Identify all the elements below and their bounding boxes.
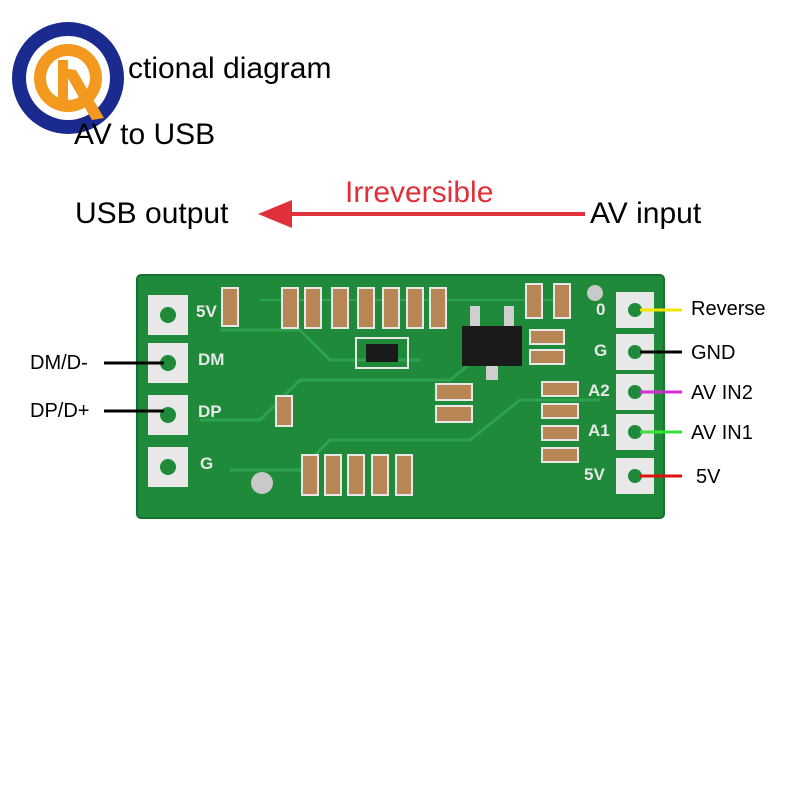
left-pad-dm — [148, 343, 188, 383]
pcb-board — [104, 274, 682, 519]
via-hole — [587, 285, 603, 301]
silk-right-a1: A1 — [588, 421, 610, 440]
pin-label-5v: 5V — [696, 466, 721, 488]
silk-right-a2: A2 — [588, 381, 610, 400]
silk-right-0: 0 — [596, 300, 606, 319]
diagram-subtitle: AV to USB — [74, 118, 216, 151]
usb-output-label: USB output — [75, 197, 229, 230]
silk-right-5v: 5V — [584, 465, 605, 484]
smd-components — [221, 283, 579, 496]
pin-label-reverse: Reverse — [691, 298, 766, 320]
transistor — [355, 337, 409, 369]
left-pad-g — [148, 447, 188, 487]
silk-left-dp: DP — [198, 402, 222, 421]
pin-label-av-in1: AV IN1 — [691, 422, 753, 444]
left-pad-5v — [148, 295, 188, 335]
pin-label-av-in2: AV IN2 — [691, 382, 753, 404]
pin-label-gnd: GND — [691, 342, 736, 364]
pin-label-dp: DP/D+ — [30, 400, 90, 422]
q-logo-icon — [12, 22, 124, 134]
ic-chip — [462, 306, 522, 380]
av-input-label: AV input — [590, 197, 702, 230]
flow-arrow — [258, 200, 585, 228]
silk-left-g: G — [200, 454, 214, 473]
mounting-hole — [251, 472, 273, 494]
diagram-title: ctional diagram — [128, 52, 332, 85]
irreversible-label: Irreversible — [345, 176, 494, 209]
pin-label-dm: DM/D- — [30, 352, 88, 374]
silk-right-g: G — [594, 341, 608, 360]
silk-left-5v: 5V — [196, 302, 217, 321]
silk-left-dm: DM — [198, 350, 225, 369]
left-pad-dp — [148, 395, 188, 435]
